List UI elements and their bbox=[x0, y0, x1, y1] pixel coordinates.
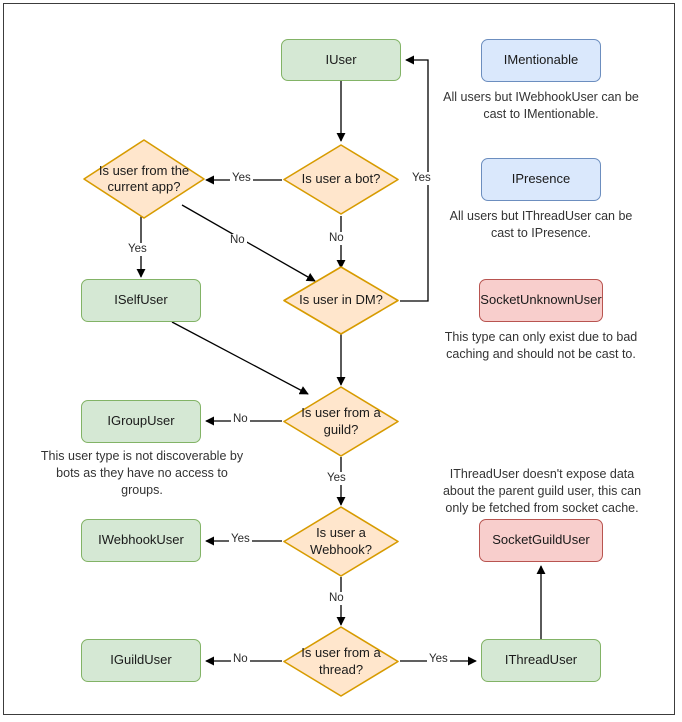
node-is-user-from-current-app-label: Is user from the current app? bbox=[98, 162, 190, 194]
node-is-user-a-bot-label: Is user a bot? bbox=[301, 171, 381, 187]
node-is-user-in-dm-label: Is user in DM? bbox=[299, 292, 383, 308]
edge-label-thread-yes: Yes bbox=[427, 653, 450, 666]
caption-igroupuser-text: This user type is not discoverable by bo… bbox=[40, 449, 244, 497]
node-socketunknownuser-label: SocketUnknownUser bbox=[480, 292, 602, 308]
edge-label-webhook-no: No bbox=[327, 592, 346, 605]
node-iselfuser[interactable]: ISelfUser bbox=[81, 279, 201, 322]
edge-currentapp-no-to-indm bbox=[181, 204, 316, 282]
node-is-user-from-current-app[interactable]: Is user from the current app? bbox=[82, 138, 206, 220]
node-is-user-a-webhook[interactable]: Is user a Webhook? bbox=[282, 505, 400, 578]
node-ipresence[interactable]: IPresence bbox=[481, 158, 601, 201]
caption-imentionable-text: All users but IWebhookUser can be cast t… bbox=[443, 90, 639, 121]
node-ithreaduser-label: IThreadUser bbox=[504, 652, 578, 668]
caption-socketunknownuser: This type can only exist due to bad cach… bbox=[436, 329, 646, 363]
node-imentionable[interactable]: IMentionable bbox=[481, 39, 601, 82]
edge-label-bot-no: No bbox=[327, 232, 346, 245]
node-igroupuser-label: IGroupUser bbox=[107, 413, 175, 429]
node-socketguilduser[interactable]: SocketGuildUser bbox=[479, 519, 603, 562]
node-socketguilduser-label: SocketGuildUser bbox=[492, 532, 590, 548]
edge-label-bot-yes: Yes bbox=[230, 172, 253, 185]
node-is-user-a-bot[interactable]: Is user a bot? bbox=[282, 143, 400, 216]
node-iguilduser-label: IGuildUser bbox=[110, 652, 172, 668]
node-imentionable-label: IMentionable bbox=[503, 52, 579, 68]
edge-label-thread-no: No bbox=[231, 653, 250, 666]
caption-socketguilduser-text: IThreadUser doesn't expose data about th… bbox=[442, 467, 642, 515]
node-ipresence-label: IPresence bbox=[511, 171, 571, 187]
node-ithreaduser[interactable]: IThreadUser bbox=[481, 639, 601, 682]
caption-igroupuser: This user type is not discoverable by bo… bbox=[38, 448, 246, 499]
edge-iselfuser-to-isguild bbox=[171, 321, 309, 395]
node-iuser-label: IUser bbox=[325, 51, 357, 67]
node-socketunknownuser[interactable]: SocketUnknownUser bbox=[479, 279, 603, 322]
caption-socketunknownuser-text: This type can only exist due to bad cach… bbox=[444, 330, 638, 361]
node-iwebhookuser-label: IWebhookUser bbox=[98, 532, 184, 548]
node-iuser[interactable]: IUser bbox=[281, 39, 401, 81]
edge-label-app-no: No bbox=[228, 234, 247, 247]
edge-label-webhook-yes: Yes bbox=[229, 533, 252, 546]
node-is-user-from-a-thread-label: Is user from a thread? bbox=[301, 645, 381, 677]
caption-socketguilduser: IThreadUser doesn't expose data about th… bbox=[436, 466, 648, 517]
node-iwebhookuser[interactable]: IWebhookUser bbox=[81, 519, 201, 562]
node-is-user-in-dm[interactable]: Is user in DM? bbox=[282, 265, 400, 336]
edge-label-guild-yes: Yes bbox=[325, 472, 348, 485]
edge-label-dm-yes: Yes bbox=[410, 172, 433, 185]
caption-ipresence-text: All users but IThreadUser can be cast to… bbox=[449, 209, 633, 240]
node-igroupuser[interactable]: IGroupUser bbox=[81, 400, 201, 443]
edge-label-guild-no: No bbox=[231, 413, 250, 426]
node-is-user-from-a-thread[interactable]: Is user from a thread? bbox=[282, 625, 400, 698]
node-iselfuser-label: ISelfUser bbox=[114, 292, 168, 308]
node-is-user-from-a-guild-label: Is user from a guild? bbox=[301, 405, 381, 437]
node-is-user-from-a-guild[interactable]: Is user from a guild? bbox=[282, 385, 400, 458]
caption-imentionable: All users but IWebhookUser can be cast t… bbox=[438, 89, 644, 123]
caption-ipresence: All users but IThreadUser can be cast to… bbox=[438, 208, 644, 242]
edge-label-app-yes: Yes bbox=[126, 243, 149, 256]
node-is-user-a-webhook-label: Is user a Webhook? bbox=[310, 525, 372, 557]
node-iguilduser[interactable]: IGuildUser bbox=[81, 639, 201, 682]
